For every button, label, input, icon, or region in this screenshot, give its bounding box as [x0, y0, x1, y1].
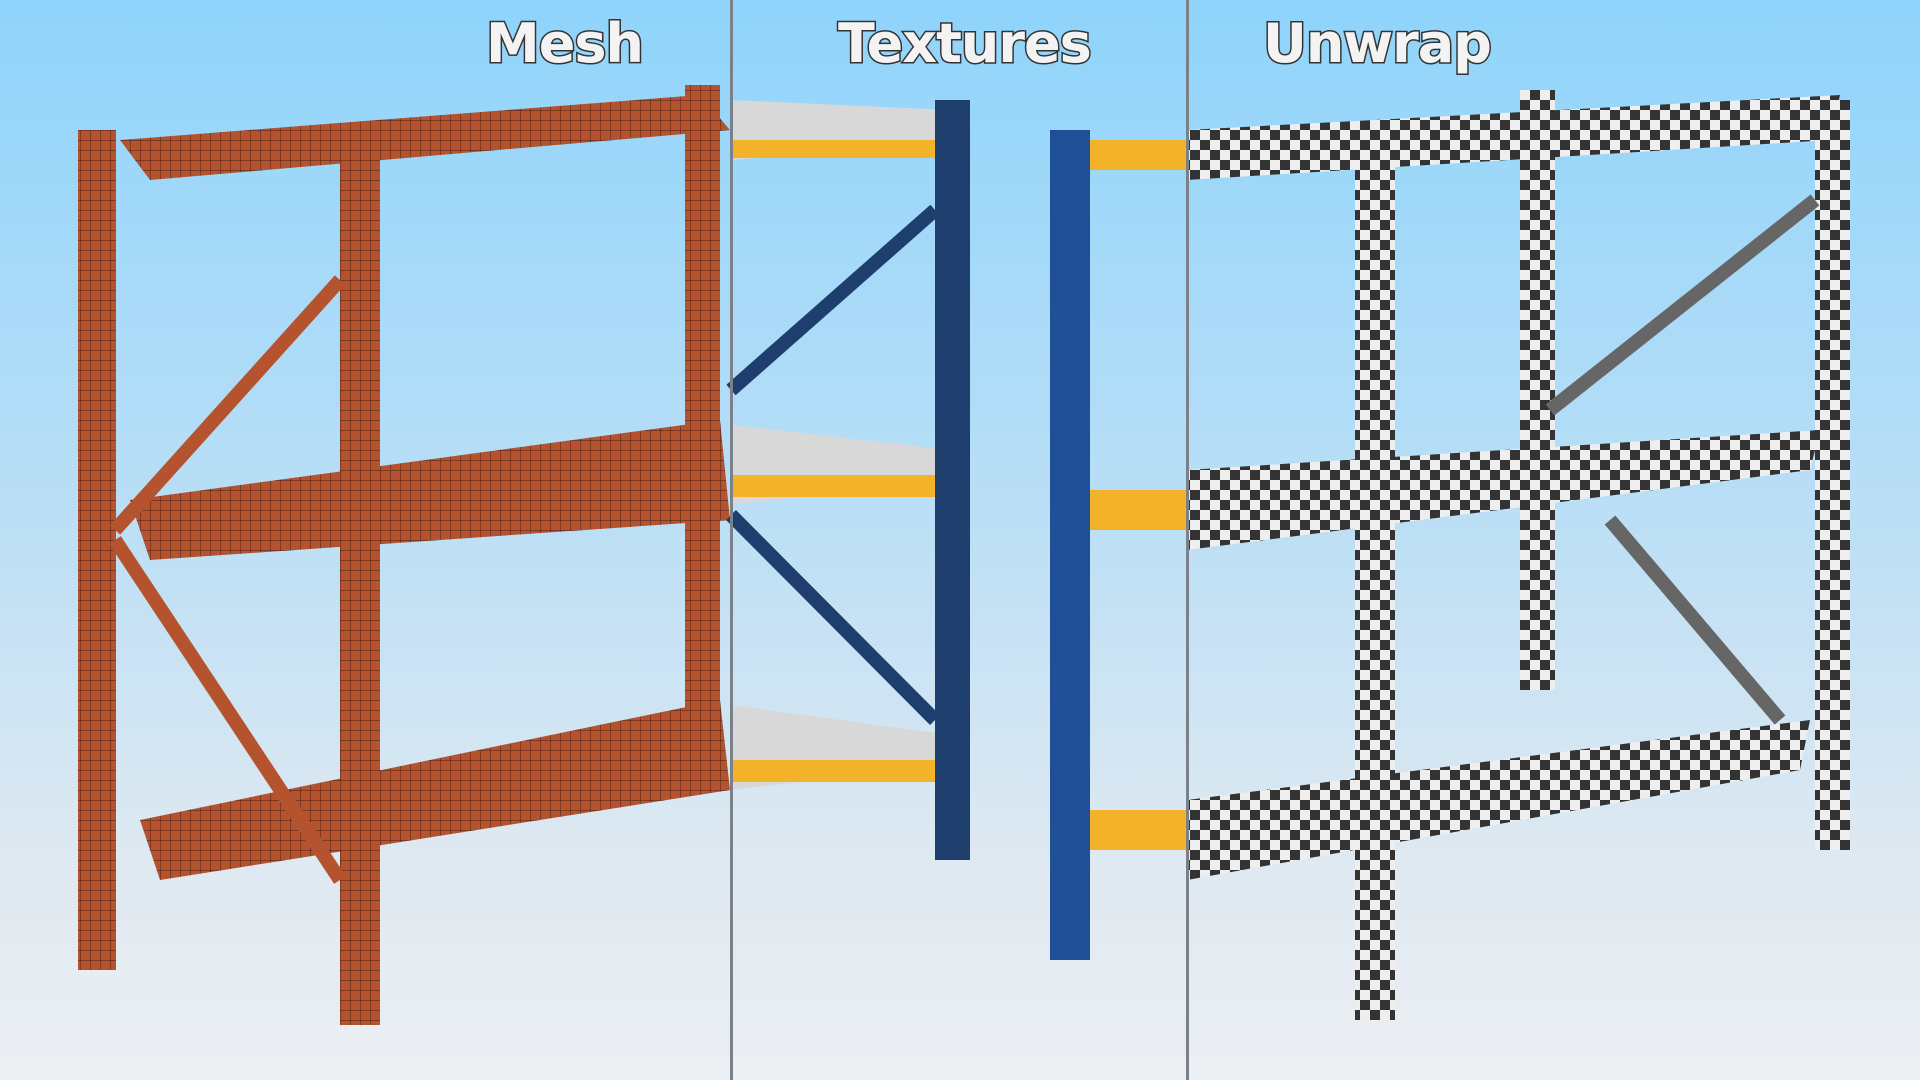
textures-label: Textures — [837, 11, 1094, 77]
mesh-shelf — [78, 85, 730, 1025]
mesh-label: Mesh — [485, 11, 646, 77]
panel-divider — [730, 0, 733, 1080]
panel-divider — [1186, 0, 1189, 1080]
unwrap-label: Unwrap — [1262, 11, 1494, 77]
textured-shelf — [726, 100, 1187, 960]
unwrap-shelf — [1187, 90, 1850, 1020]
